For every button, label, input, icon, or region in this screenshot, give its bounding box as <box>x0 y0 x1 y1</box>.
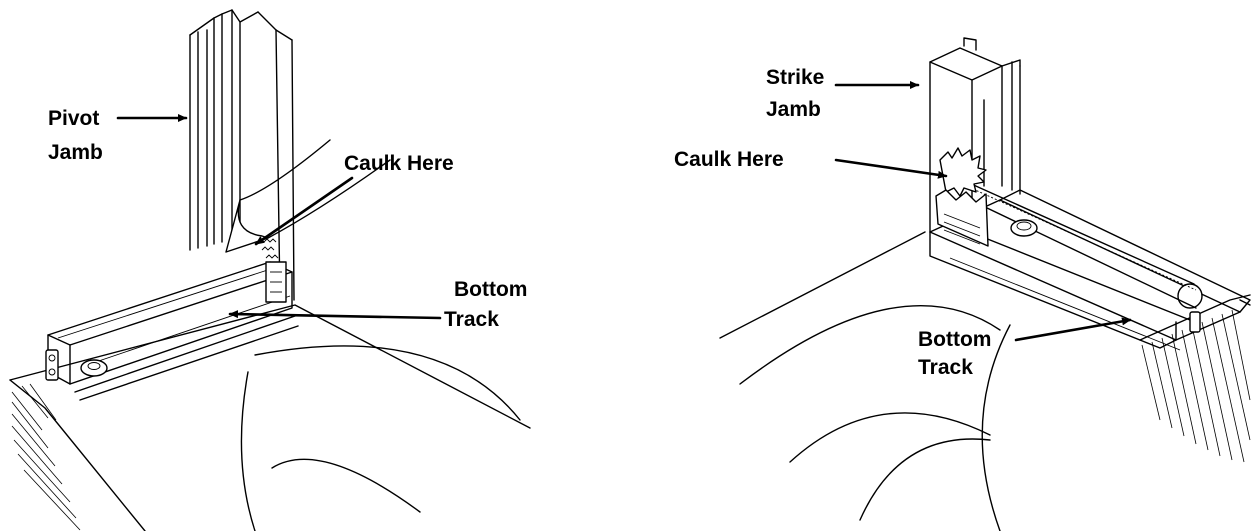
right-curb-hatching <box>1141 309 1251 463</box>
right-caulk-here-label: Caulk Here <box>674 148 784 171</box>
left-curb-hatching <box>11 383 81 531</box>
left-caulk-here-label: Caulk Here <box>344 152 454 175</box>
left-pivot-jamb-label: Pivot Jamb <box>48 107 105 164</box>
left-bottom-track-label: Bottom Track <box>444 278 533 331</box>
right-curb <box>719 231 1251 531</box>
right-bottom-track-arrow <box>1014 317 1132 342</box>
right-caulk-arrow <box>834 158 948 179</box>
left-figure: Pivot Jamb Caulk Here Bottom Track <box>9 9 533 531</box>
right-strike-jamb-label: Strike Jamb <box>766 66 830 121</box>
right-caulk-bead <box>935 147 989 247</box>
left-pivot-jamb <box>189 9 295 301</box>
left-bottom-track <box>45 261 299 401</box>
right-figure: Strike Jamb Caulk Here Bottom Track <box>674 37 1251 531</box>
right-bottom-track-label: Bottom Track <box>918 328 997 379</box>
right-strike-jamb <box>929 37 1021 233</box>
left-bottom-track-arrow <box>228 310 442 320</box>
left-caulk-arrow <box>254 176 354 246</box>
left-curb <box>9 304 531 531</box>
left-caulk-bead <box>257 238 287 303</box>
